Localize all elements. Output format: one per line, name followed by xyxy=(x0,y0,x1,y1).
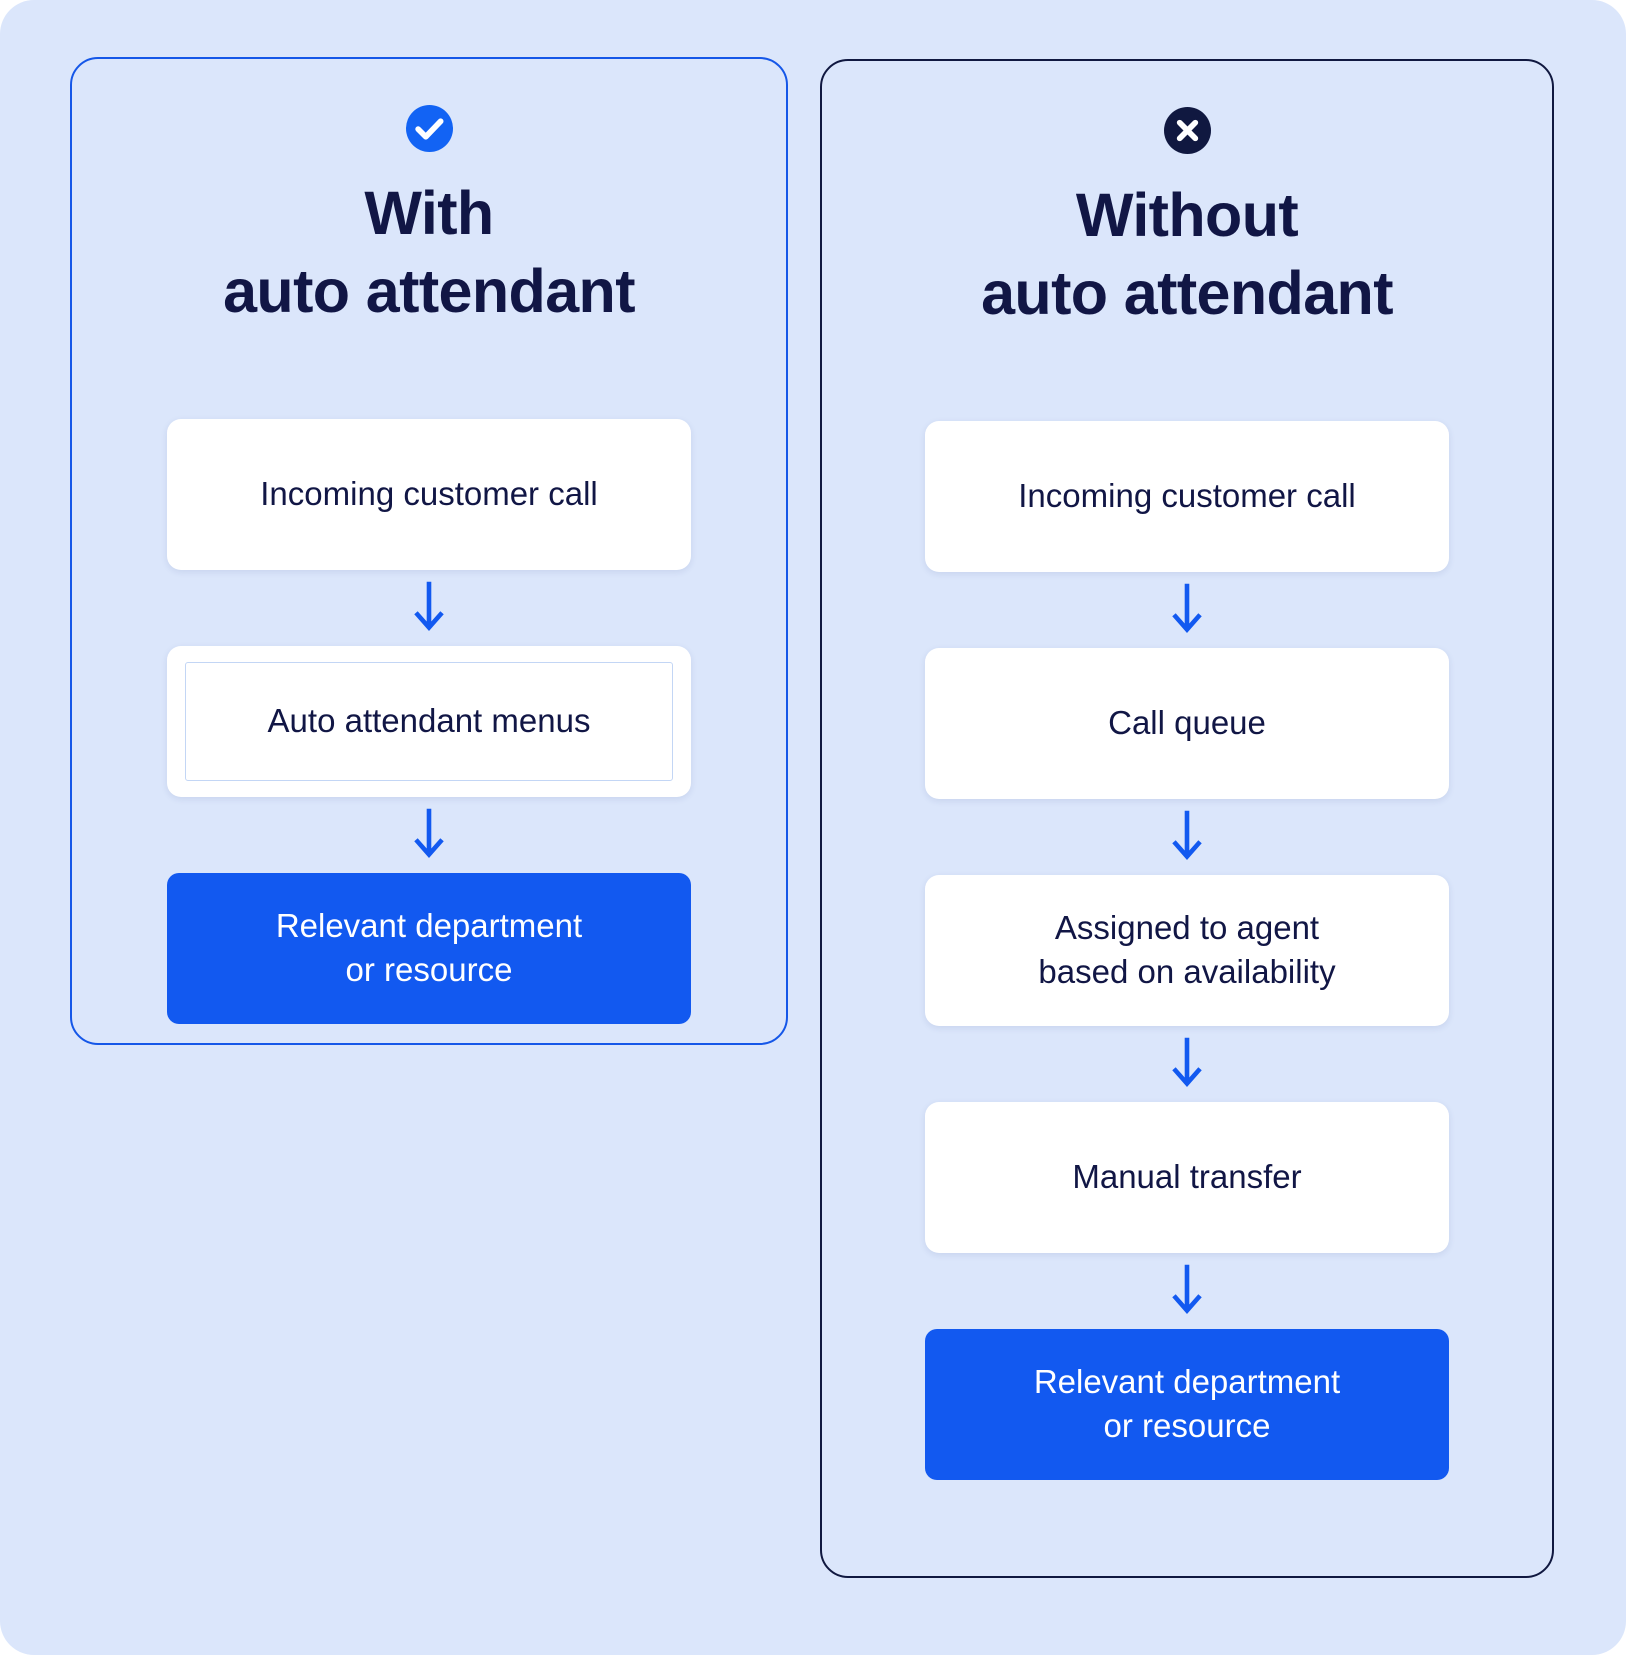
flow-without: Incoming customer call Call queue Assign… xyxy=(822,420,1552,1480)
x-circle-icon xyxy=(1163,107,1211,154)
down-arrow-icon xyxy=(413,570,445,646)
flow-node-label: Auto attendant menus xyxy=(267,702,591,740)
flow-with: Incoming customer call Auto attendant me… xyxy=(72,418,786,1024)
flow-node-auto-attendant-menus: Auto attendant menus xyxy=(167,645,691,797)
down-arrow-icon xyxy=(1171,799,1203,875)
check-circle-icon xyxy=(405,105,453,152)
panel-without-auto-attendant: Without auto attendant Incoming customer… xyxy=(820,59,1554,1578)
panel-title-without: Without auto attendant xyxy=(981,181,1393,328)
flow-node-label: Relevant department or resource xyxy=(1033,1363,1341,1445)
flow-node-label: Incoming customer call xyxy=(1018,477,1356,515)
flow-node-incoming-customer-call: Incoming customer call xyxy=(167,418,691,570)
flow-node-assigned-to-agent: Assigned to agent based on availability xyxy=(925,874,1449,1026)
flow-node-relevant-department-or-resource: Relevant department or resource xyxy=(925,1328,1449,1480)
flow-node-label: Incoming customer call xyxy=(260,475,598,513)
panel-with-auto-attendant: With auto attendant Incoming customer ca… xyxy=(70,57,788,1045)
down-arrow-icon xyxy=(1171,1026,1203,1102)
down-arrow-icon xyxy=(1171,572,1203,648)
flow-node-label: Call queue xyxy=(1108,704,1266,742)
panel-title-with: With auto attendant xyxy=(223,179,635,326)
flow-node-label: Manual transfer xyxy=(1072,1158,1302,1196)
flow-node-call-queue: Call queue xyxy=(925,647,1449,799)
flow-node-label: Relevant department or resource xyxy=(275,907,583,989)
flow-node-manual-transfer: Manual transfer xyxy=(925,1101,1449,1253)
flow-node-incoming-customer-call: Incoming customer call xyxy=(925,420,1449,572)
down-arrow-icon xyxy=(1171,1253,1203,1329)
inner-frame: Auto attendant menus xyxy=(185,661,673,781)
flow-node-label: Assigned to agent based on availability xyxy=(1038,909,1336,991)
down-arrow-icon xyxy=(413,797,445,873)
flow-node-relevant-department-or-resource: Relevant department or resource xyxy=(167,872,691,1024)
